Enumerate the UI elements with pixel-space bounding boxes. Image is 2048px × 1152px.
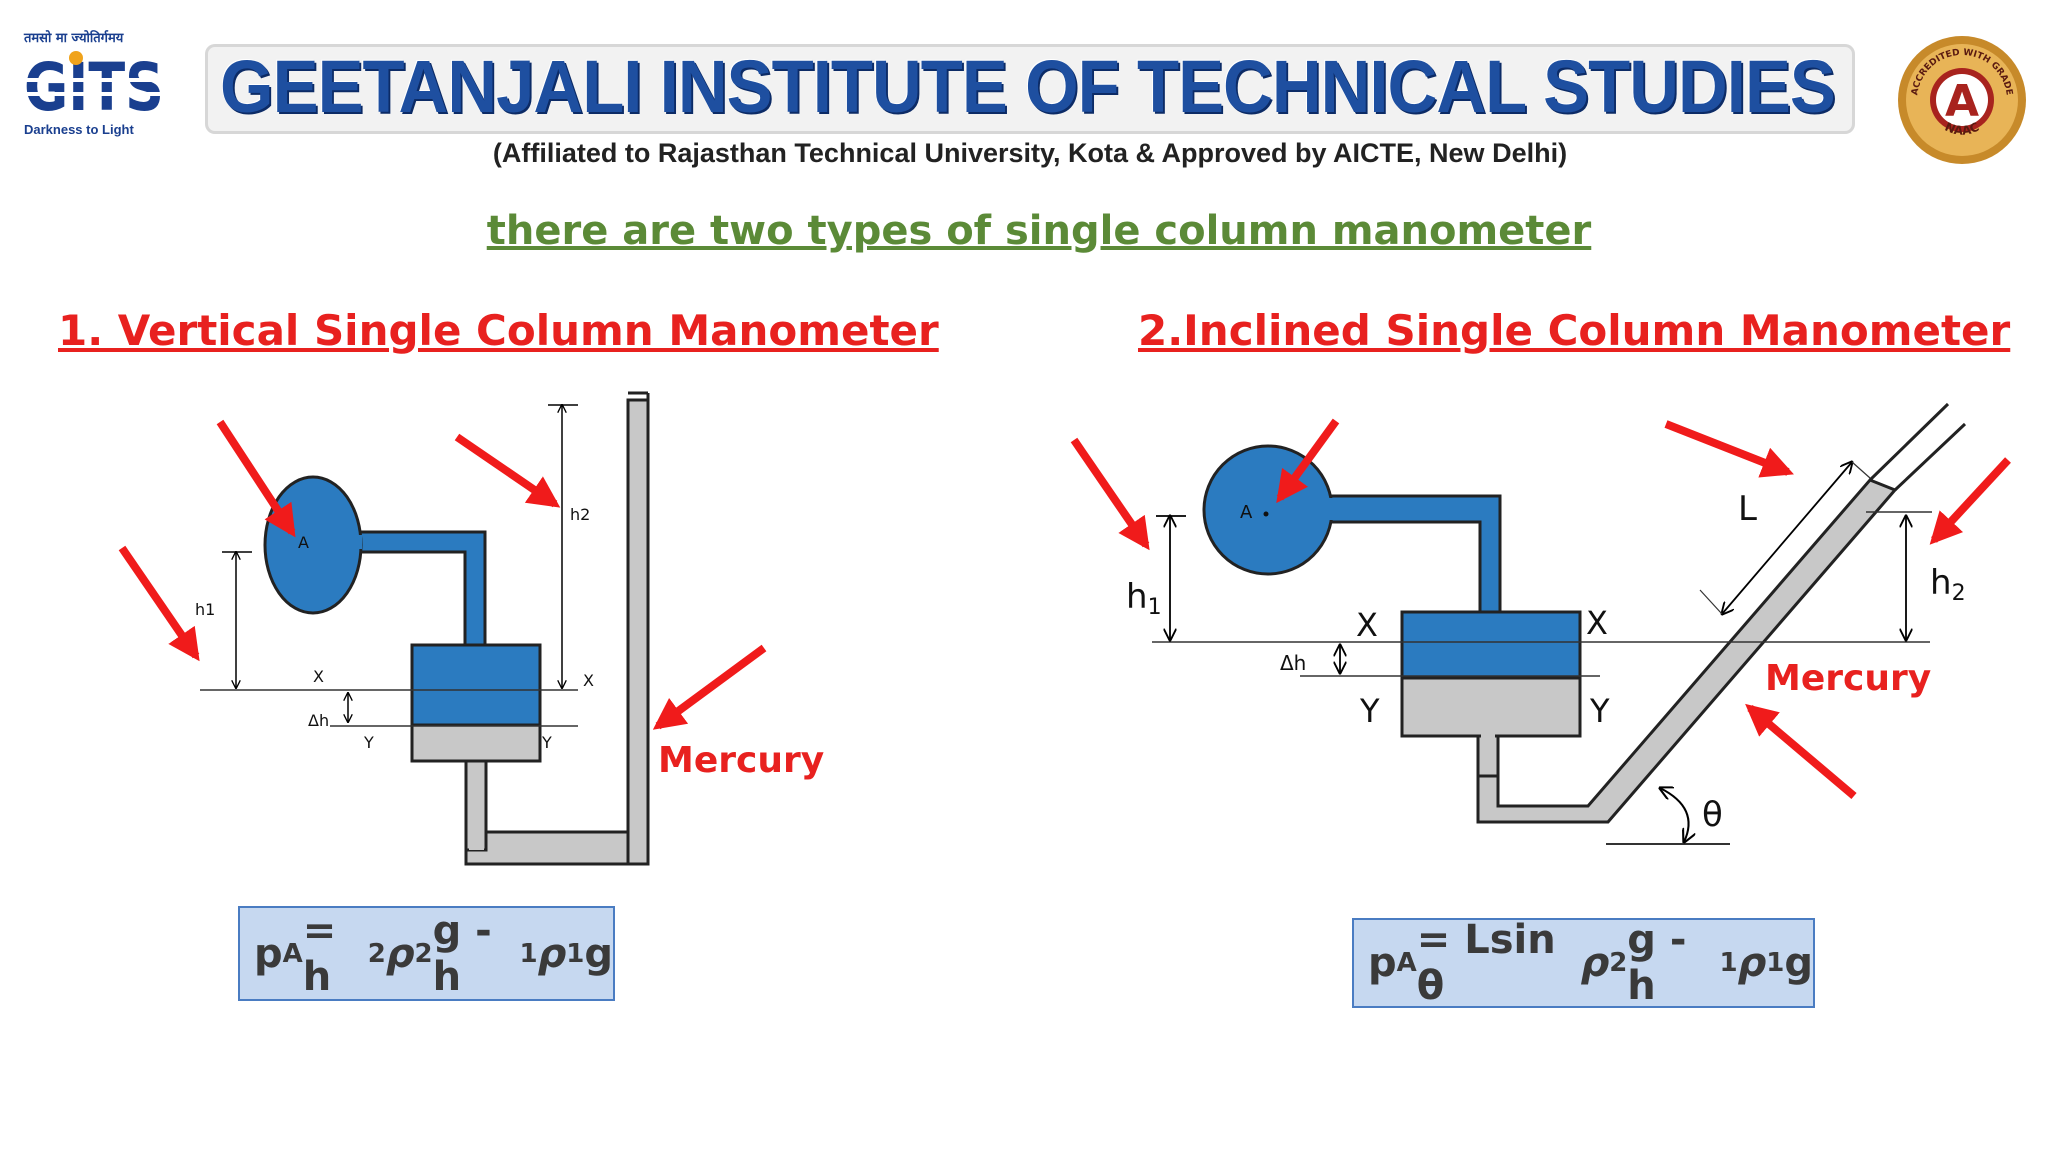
label-theta: θ (1702, 795, 1723, 835)
logo-flame-icon (69, 51, 83, 65)
institute-name: GEETANJALI INSTITUTE OF TECHNICAL STUDIE… (220, 45, 1836, 128)
vertical-manometer-heading: 1. Vertical Single Column Manometer (58, 306, 939, 355)
label-h2: h2 (570, 505, 590, 524)
label-dh: Δh (1280, 651, 1306, 675)
label-y-right: Y (1589, 692, 1610, 730)
red-arrow (652, 644, 767, 730)
label-x-left: X (313, 667, 324, 686)
label-h2: h2 (1930, 563, 1966, 606)
logo-tagline: Darkness to Light (24, 122, 134, 137)
red-arrow (1745, 703, 1857, 800)
red-arrow (118, 545, 200, 662)
logo-stripe (24, 92, 169, 96)
red-arrow (454, 433, 561, 508)
naac-org: NAAC (1943, 120, 1981, 138)
label-y-left: Y (363, 733, 374, 752)
connecting-pipe (1326, 494, 1502, 614)
pressure-bulb-a (1202, 444, 1334, 576)
logo-letters: GITS (24, 50, 164, 120)
label-x-right: X (1586, 604, 1608, 642)
naac-badge: A ACCREDITED WITH GRADE NAAC (1898, 36, 2026, 164)
label-x-right: X (583, 671, 594, 690)
red-arrow (216, 419, 296, 538)
svg-text:NAAC: NAAC (1943, 120, 1981, 138)
label-a: A (298, 533, 309, 552)
label-x-left: X (1356, 606, 1378, 644)
logo-motto: तमसो मा ज्योतिर्गमय (24, 31, 124, 46)
l-dimension (1722, 462, 1852, 614)
mercury-tube-riser (626, 398, 650, 866)
gits-logo: GITS (24, 50, 169, 120)
vertical-manometer-diagram: A h1 h2 Δh X X Y Y (118, 391, 767, 866)
mercury-label-inclined: Mercury (1765, 658, 1932, 699)
naac-grade: A (1945, 76, 1979, 127)
formula-lhs: p (1368, 940, 1397, 986)
inclined-manometer-diagram: A h1 h2 Δh X X Y Y L θ (1070, 402, 2011, 870)
mercury-label-vertical: Mercury (658, 740, 825, 781)
mercury-tube-bottom (464, 830, 650, 866)
red-arrow (1664, 420, 1794, 478)
label-h1: h1 (195, 600, 215, 619)
institute-banner (205, 44, 1855, 134)
pressure-bulb-a (263, 475, 363, 615)
label-y-right: Y (541, 733, 552, 752)
formula-lhs: p (254, 930, 283, 977)
theta-arc (1660, 788, 1689, 842)
label-a: A (1240, 502, 1253, 523)
mercury-tube (466, 400, 648, 866)
inclined-manometer-heading: 2.Inclined Single Column Manometer (1138, 306, 2011, 355)
red-arrow (1929, 457, 2011, 545)
reservoir-mercury (1400, 676, 1582, 738)
label-y-left: Y (1359, 692, 1380, 730)
connecting-pipe (353, 530, 487, 647)
reservoir-mercury (410, 723, 542, 763)
logo-stripe (24, 78, 169, 82)
label-h1: h1 (1126, 577, 1162, 620)
red-arrow (1070, 437, 1150, 551)
slide-subtitle: there are two types of single column man… (486, 208, 1592, 254)
label-dh: Δh (308, 711, 329, 730)
reservoir-water (1400, 610, 1582, 680)
red-arrow (1276, 418, 1340, 504)
reservoir-water (410, 643, 542, 727)
label-l: L (1738, 489, 1757, 529)
affiliation-text: (Affiliated to Rajasthan Technical Unive… (492, 138, 1568, 168)
